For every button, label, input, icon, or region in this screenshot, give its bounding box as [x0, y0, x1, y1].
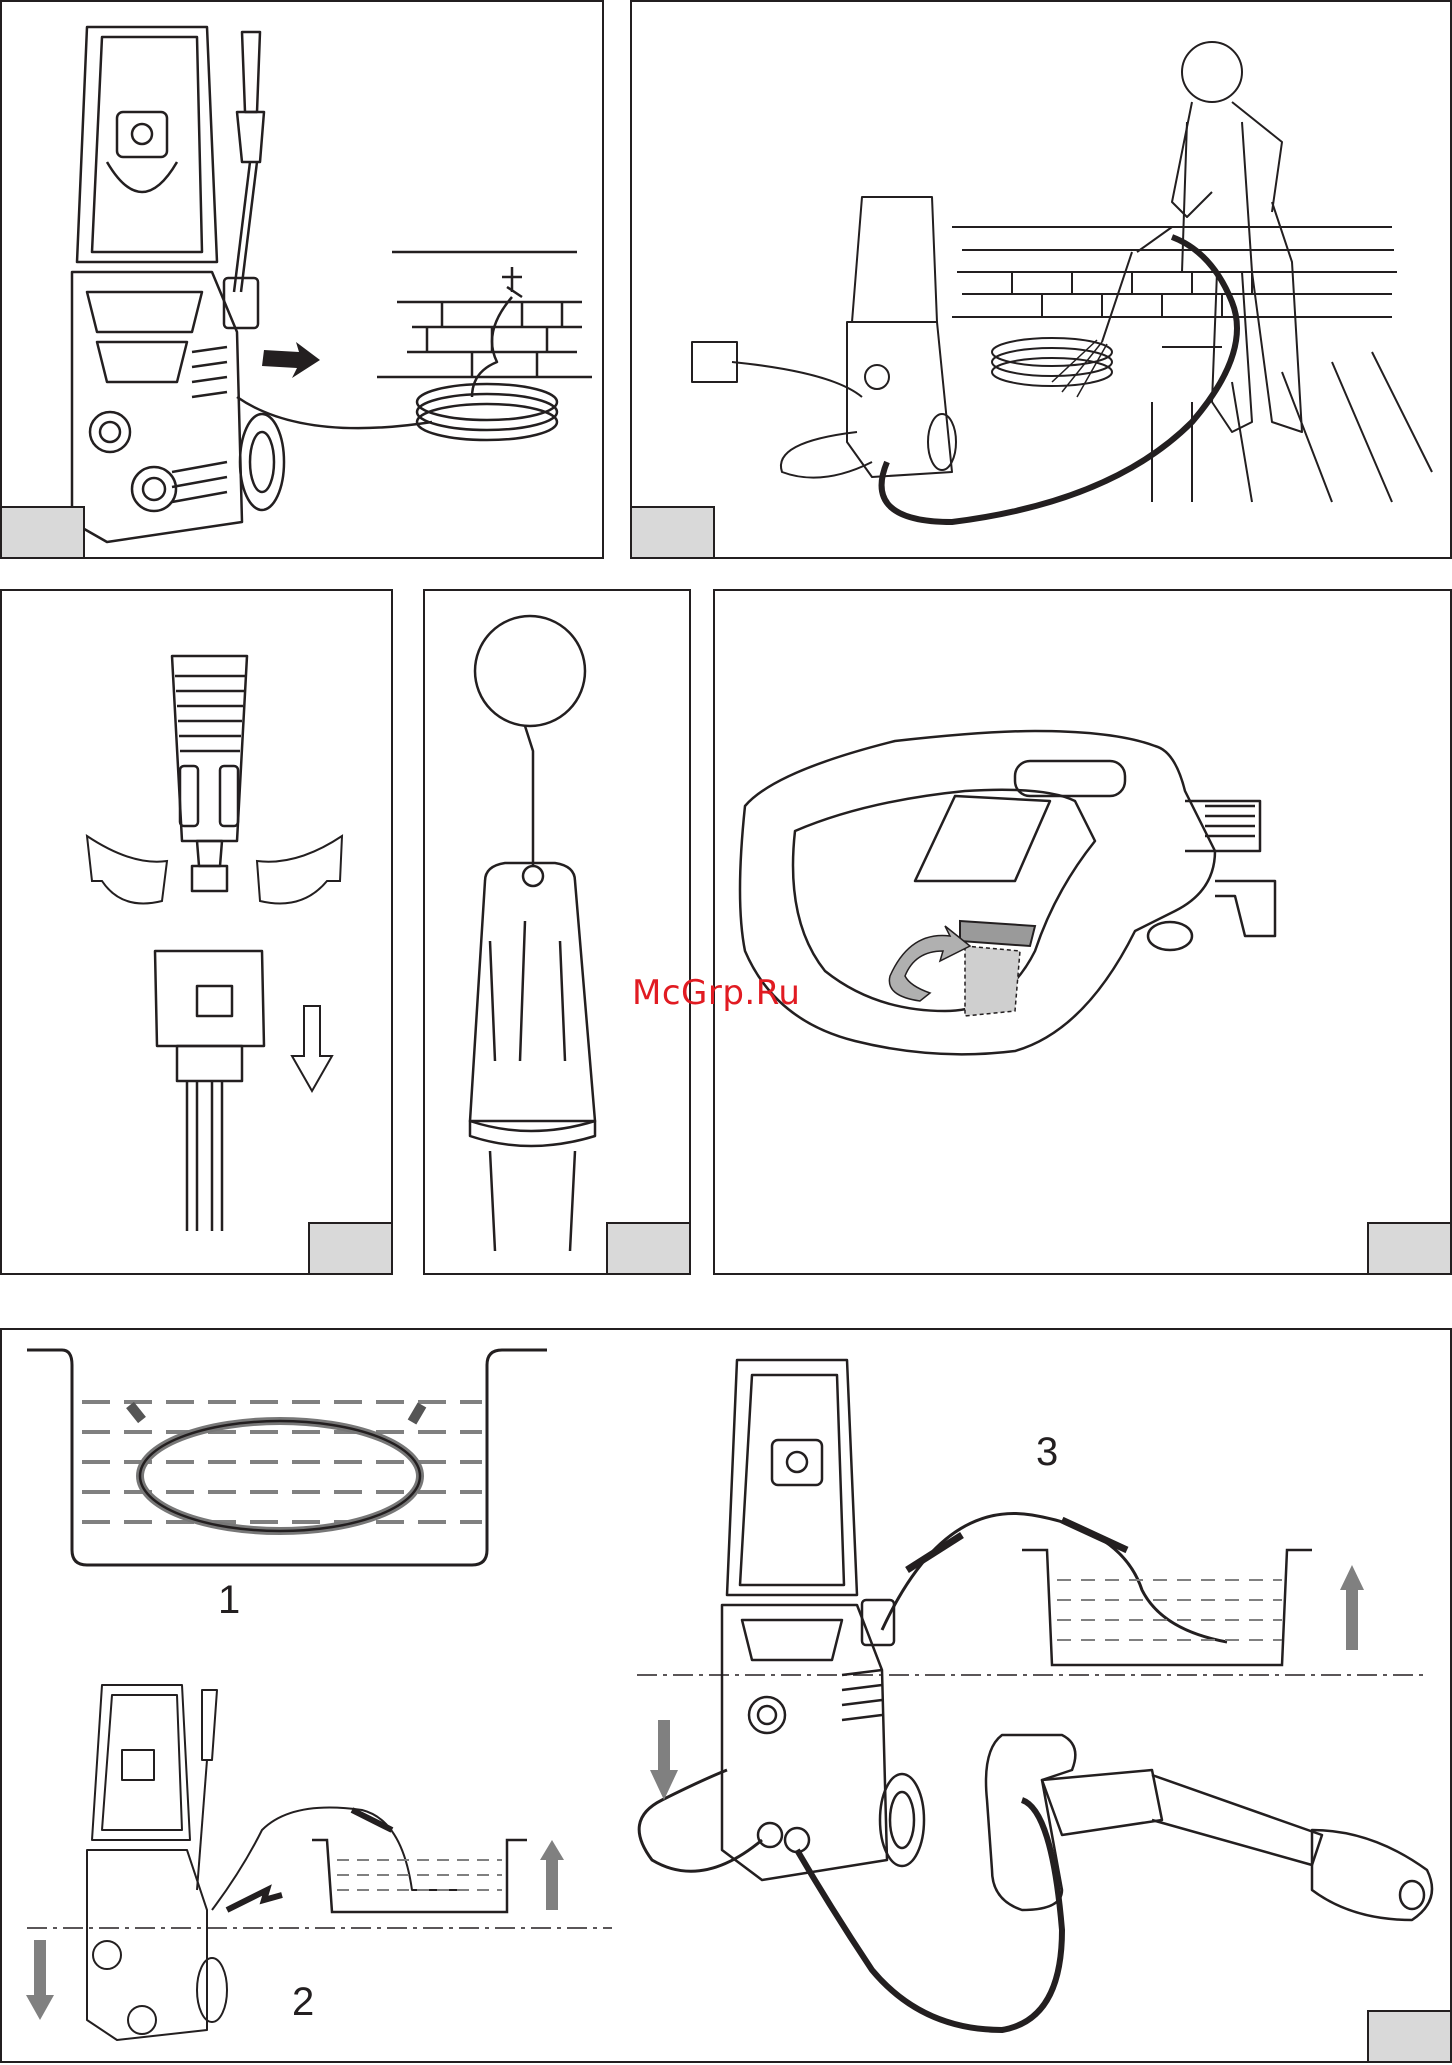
trigger-gun-illustration	[715, 591, 1452, 1277]
step-number-3: 3	[1036, 1430, 1058, 1475]
priming-illustration	[2, 1330, 1452, 2065]
arrow-up-grey-icon	[1340, 1565, 1364, 1650]
step-number-1: 1	[218, 1578, 240, 1623]
panel-nozzle-cleaning-needle	[423, 589, 691, 1275]
panel-operator-spraying	[630, 0, 1452, 559]
figure-tab	[606, 1222, 691, 1275]
rotate-arrows-icon	[87, 836, 342, 904]
figure-tab	[630, 506, 715, 559]
arrow-down-grey-icon	[650, 1720, 678, 1800]
machine-illustration	[2, 2, 606, 561]
arrow-down-outline-icon	[292, 1006, 332, 1091]
arrow-up-grey-icon	[540, 1840, 564, 1910]
step-number-2: 2	[292, 1980, 314, 2025]
panel-nozzle-removal	[0, 589, 393, 1275]
arrow-right-black-icon	[262, 342, 320, 378]
needle-illustration	[425, 591, 693, 1277]
panel-machine-water-connection	[0, 0, 604, 559]
nozzle-illustration	[2, 591, 395, 1277]
rotate-arrows-icon	[889, 926, 970, 1001]
panel-trigger-lock	[713, 589, 1452, 1275]
watermark: McGrp.Ru	[632, 973, 800, 1013]
figure-tab	[1367, 2010, 1452, 2063]
figure-tab	[0, 506, 85, 559]
panel-priming-procedure: 1 2 3	[0, 1328, 1452, 2063]
figure-tab	[1367, 1222, 1452, 1275]
operator-illustration	[632, 2, 1452, 561]
figure-tab	[308, 1222, 393, 1275]
arrow-down-grey-icon	[26, 1940, 54, 2020]
